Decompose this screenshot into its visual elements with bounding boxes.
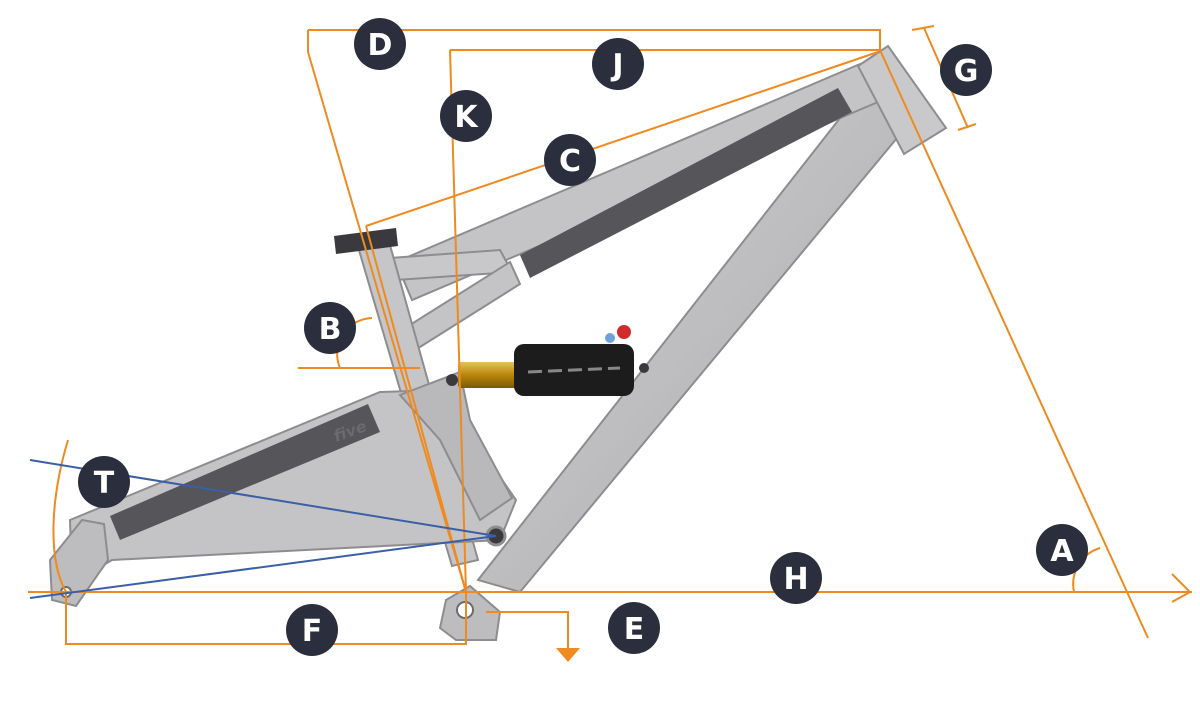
line-e-arrow (556, 648, 580, 662)
svg-text:E: E (624, 612, 645, 647)
badge-g: G (940, 44, 992, 96)
svg-text:K: K (454, 100, 479, 135)
badge-h: H (770, 552, 822, 604)
top-tube-graphic (520, 88, 852, 278)
bike-frame: five (48, 44, 948, 641)
badge-a: A (1036, 524, 1088, 576)
badge-f: F (286, 604, 338, 656)
svg-text:G: G (954, 54, 979, 89)
rear-dropout (48, 518, 110, 608)
svg-text:J: J (610, 48, 623, 83)
seat-collar (334, 228, 398, 254)
svg-text:A: A (1050, 534, 1074, 569)
rear-shock (458, 325, 649, 396)
line-seat-axis (365, 225, 467, 593)
shock-mount-bolt (639, 363, 649, 373)
badge-d: D (354, 18, 406, 70)
line-f (65, 592, 467, 645)
svg-text:F: F (302, 614, 323, 649)
shock-blue-lever (605, 333, 615, 343)
badge-j: J (592, 38, 644, 90)
shock-stanchion (458, 362, 524, 388)
badge-k: K (440, 90, 492, 142)
arc-t (52, 439, 69, 593)
badge-t: T (78, 456, 130, 508)
svg-text:D: D (368, 28, 393, 63)
svg-text:T: T (94, 466, 115, 501)
rocker-pivot (446, 374, 458, 386)
line-g-1 (911, 25, 935, 31)
line-k (449, 49, 467, 593)
line-e (486, 611, 569, 650)
line-d-diag (307, 51, 467, 593)
label-badges: D J K C G B T A (78, 18, 1088, 656)
line-steering-axis (879, 49, 1149, 639)
line-c (365, 51, 879, 227)
line-h-arrow (1171, 573, 1192, 603)
shock-red-knob (617, 325, 631, 339)
line-d (308, 29, 881, 50)
chainstay-graphic (110, 404, 380, 540)
badge-b: B (304, 302, 356, 354)
svg-text:C: C (559, 144, 581, 179)
badge-c: C (544, 134, 596, 186)
line-t-lower (29, 535, 497, 599)
svg-text:B: B (319, 312, 342, 347)
measurement-lines (28, 25, 1192, 662)
badge-e: E (608, 602, 660, 654)
svg-text:H: H (783, 562, 808, 597)
